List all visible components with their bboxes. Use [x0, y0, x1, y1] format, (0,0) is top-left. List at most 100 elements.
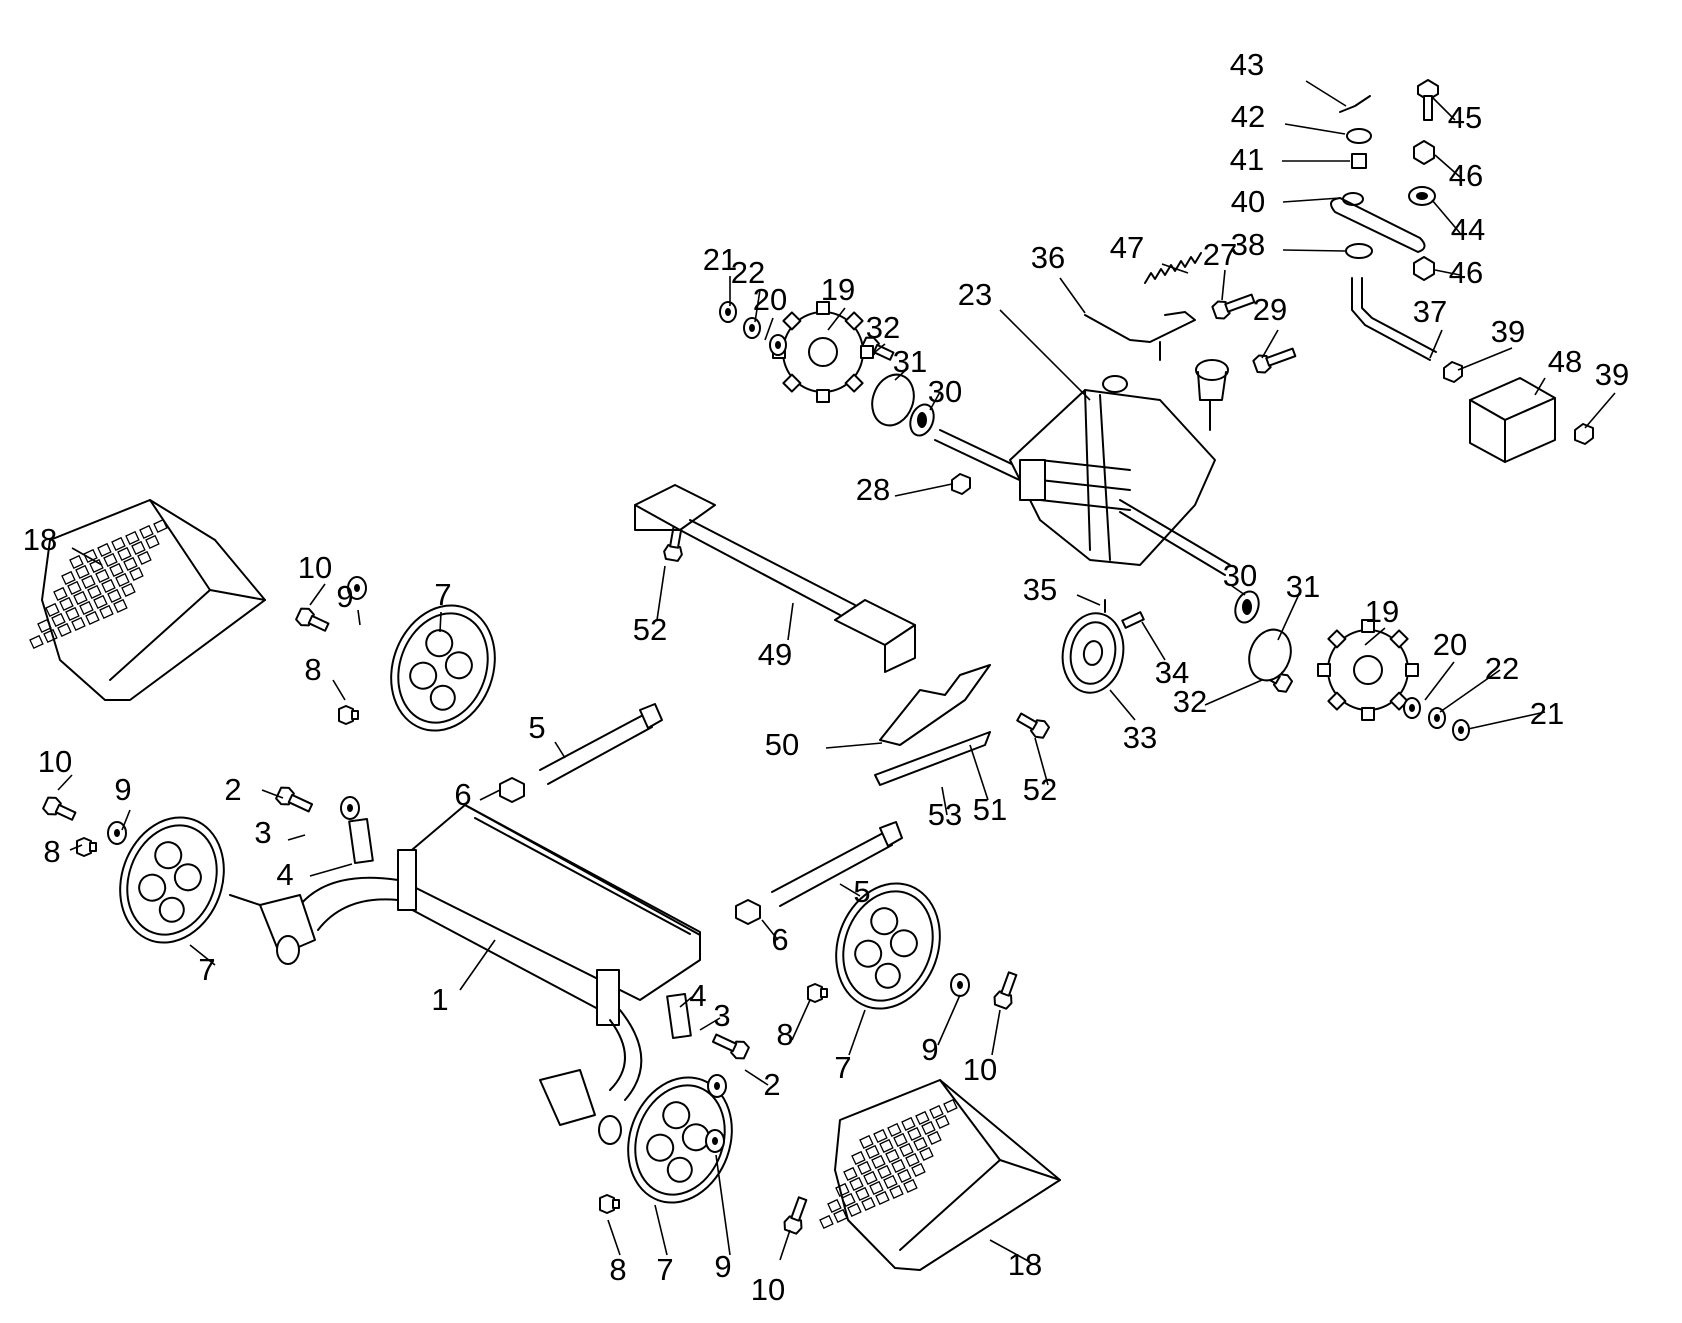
tread-lug — [849, 1176, 864, 1192]
callout-5: 5 — [839, 874, 871, 909]
part-number-label: 52 — [633, 612, 667, 647]
part-number-label: 8 — [304, 652, 321, 687]
callout-40: 40 — [1231, 184, 1341, 219]
callout-10: 10 — [38, 744, 73, 791]
leader-line — [1584, 392, 1616, 429]
leader-line — [1204, 679, 1263, 706]
part-number-label: 9 — [336, 579, 353, 614]
callout-22: 22 — [1439, 651, 1519, 713]
callout-7: 7 — [654, 1204, 674, 1287]
leader-line — [848, 1009, 866, 1056]
part-number-label: 10 — [298, 550, 332, 585]
callout-10: 10 — [963, 1009, 1001, 1087]
sprocket-tooth — [1317, 663, 1331, 677]
leader-line — [754, 289, 761, 323]
callout-23: 23 — [958, 277, 1091, 401]
part-number-label: 6 — [771, 922, 788, 957]
leader-line — [309, 863, 353, 877]
tread-lug — [117, 546, 132, 562]
callout-41: 41 — [1230, 142, 1350, 177]
callout-28: 28 — [856, 472, 953, 507]
part-number-label: 45 — [1448, 100, 1482, 135]
tread-lug — [123, 556, 138, 572]
part-number-label: 44 — [1451, 212, 1485, 247]
nut — [735, 899, 761, 925]
tread-lug — [97, 542, 112, 558]
leader-line — [744, 1069, 769, 1086]
part-number-label: 6 — [454, 777, 471, 812]
sprocket-tooth — [1327, 629, 1347, 649]
part-number-label: 30 — [928, 374, 962, 409]
tread-lug — [81, 574, 96, 590]
bolt — [599, 1194, 620, 1214]
tread-lug — [899, 1142, 914, 1158]
leader-line — [839, 883, 861, 897]
tread-lug — [943, 1098, 958, 1114]
callout-31: 31 — [893, 344, 927, 381]
callout-29: 29 — [1253, 292, 1287, 359]
collar — [1351, 153, 1367, 169]
callout-30: 30 — [1223, 558, 1257, 596]
tread-lug — [69, 554, 84, 570]
leader-line — [607, 1219, 621, 1256]
leader-line — [791, 999, 811, 1041]
axle-bolt — [539, 713, 646, 771]
sprocket-tooth — [1361, 619, 1375, 633]
callout-30: 30 — [928, 374, 962, 411]
callout-48: 48 — [1534, 344, 1582, 396]
bolt — [76, 837, 97, 857]
sprocket-tooth — [782, 373, 802, 393]
tread-lug — [901, 1116, 916, 1132]
nut — [1413, 256, 1435, 281]
part-number-label: 46 — [1449, 158, 1483, 193]
leader-line — [715, 1154, 731, 1256]
callout-6: 6 — [761, 919, 789, 957]
part-number-label: 4 — [276, 857, 293, 892]
part-number-label: 3 — [713, 998, 730, 1033]
callout-33: 33 — [1109, 689, 1157, 755]
leader-line — [439, 611, 442, 633]
callout-8: 8 — [304, 652, 346, 701]
leader-line — [1076, 594, 1101, 606]
callout-9: 9 — [714, 1154, 732, 1284]
leader-line — [761, 919, 779, 941]
sprocket-tooth — [816, 389, 830, 403]
leader-line — [1221, 269, 1226, 301]
part-number-label: 53 — [928, 797, 962, 832]
shift-rod — [1351, 277, 1431, 361]
tread-lug — [103, 552, 118, 568]
part-number-label: 19 — [1365, 594, 1399, 629]
leader-line — [894, 367, 909, 381]
tread-lug — [921, 1120, 936, 1136]
shift-arm — [1330, 197, 1426, 253]
tread-lug — [125, 530, 140, 546]
part-number-label: 39 — [1491, 314, 1525, 349]
tread-lug — [129, 566, 144, 582]
callout-44: 44 — [1431, 199, 1485, 247]
sprocket-tooth — [844, 373, 864, 393]
nut — [1413, 140, 1435, 165]
idler-wheel — [627, 1076, 733, 1204]
leader-line — [825, 742, 883, 749]
sprocket-tooth — [844, 311, 864, 331]
leader-line — [894, 483, 953, 497]
tread-lug — [889, 1184, 904, 1200]
leader-line — [1161, 263, 1189, 274]
sprocket-tooth — [1327, 691, 1347, 711]
part-number-label: 38 — [1231, 227, 1265, 262]
callout-7: 7 — [434, 577, 452, 633]
axle-bolt — [771, 831, 886, 893]
tread-lug — [861, 1196, 876, 1212]
part-number-label: 10 — [38, 744, 72, 779]
tread-lug — [875, 1190, 890, 1206]
leader-line — [1034, 737, 1049, 786]
tread-lug — [85, 610, 100, 626]
breather-cap — [1195, 359, 1229, 431]
part-number-label: 37 — [1413, 294, 1447, 329]
callout-9: 9 — [114, 772, 132, 831]
tread-lug — [919, 1146, 934, 1162]
part-number-label: 10 — [751, 1272, 785, 1307]
tread-lug — [45, 602, 60, 618]
bolt — [1211, 293, 1256, 320]
tread-lug — [43, 628, 58, 644]
